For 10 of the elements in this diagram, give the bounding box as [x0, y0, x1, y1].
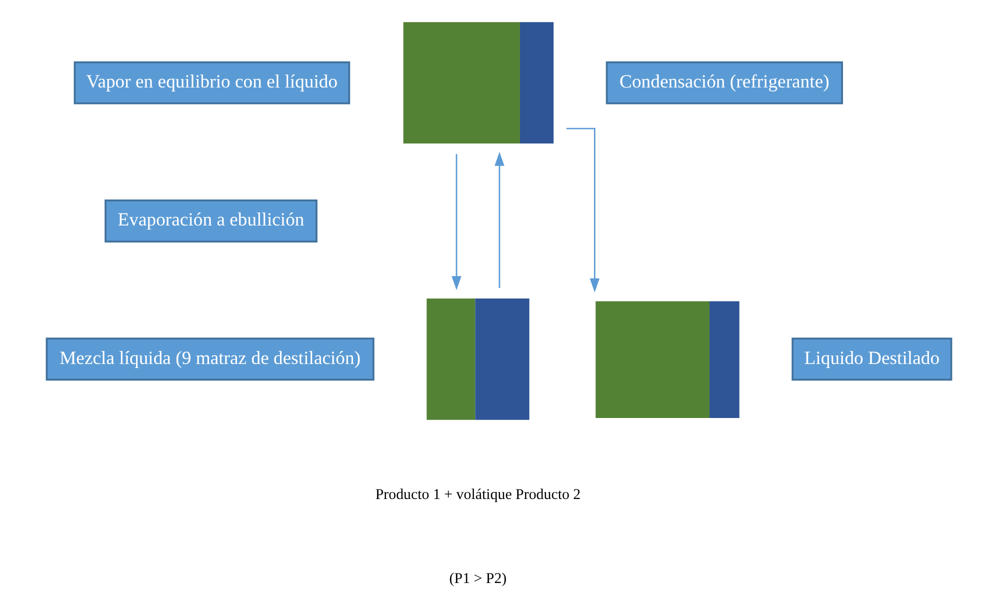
node-box: Condensación (refrigerante): [606, 61, 843, 104]
node-box: Mezcla líquida (9 matraz de destilación): [46, 338, 374, 381]
node-box: Vapor en equilibrio con el líquido: [74, 61, 350, 104]
arrow: [494, 152, 504, 288]
arrow: [452, 154, 462, 290]
label: Producto 1 + volátique Producto 2: [375, 486, 581, 503]
label: (P1 > P2): [449, 570, 507, 587]
arrow: [566, 128, 600, 292]
node-box: Liquido Destilado: [792, 338, 952, 381]
node-box: Evaporación a ebullición: [104, 200, 318, 242]
